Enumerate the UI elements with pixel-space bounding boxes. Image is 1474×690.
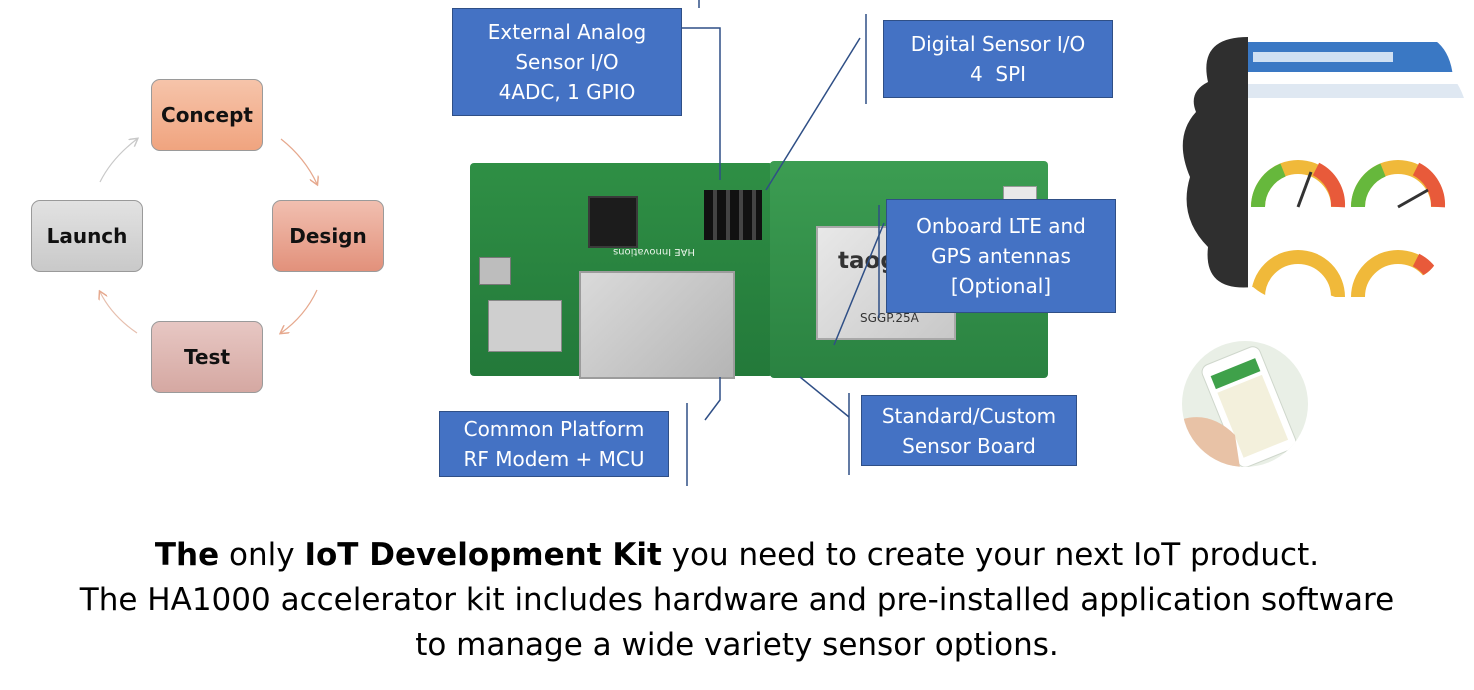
callout-digital-sensor: Digital Sensor I/O 4 SPI — [883, 20, 1113, 98]
arrow-design-test — [281, 289, 318, 333]
design-box: Design — [272, 200, 384, 272]
caption-text: The only IoT Development Kit you need to… — [0, 533, 1474, 668]
callout-external-analog: External Analog Sensor I/O 4ADC, 1 GPIO — [452, 8, 682, 116]
caption-line-2: The HA1000 accelerator kit includes hard… — [79, 582, 1395, 618]
callout-analog-line1: External Analog — [487, 20, 647, 44]
caption-line-1: The only IoT Development Kit you need to… — [0, 533, 1474, 578]
launch-box: Launch — [31, 200, 143, 272]
module-text: SGGP.25A — [860, 311, 919, 325]
test-box: Test — [151, 321, 263, 393]
sensor-header-pins — [704, 190, 762, 240]
cycle-arrows — [0, 0, 420, 420]
test-label: Test — [183, 345, 230, 369]
caption-text-only: only — [219, 537, 305, 573]
callout-common-platform: Common Platform RF Modem + MCU — [439, 411, 669, 477]
caption-line-3: to manage a wide variety sensor options. — [415, 627, 1059, 663]
caption-text-rest: you need to create your next IoT product… — [661, 537, 1320, 573]
callout-analog-line2: Sensor I/O — [515, 50, 619, 74]
callout-lte-line3: [Optional] — [950, 274, 1052, 298]
caption-bold-kit: IoT Development Kit — [304, 537, 662, 573]
arrow-concept-design — [280, 138, 317, 184]
callout-lte-line2: GPS antennas — [931, 244, 1071, 268]
arrow-launch-concept — [99, 139, 137, 183]
dashboard-cloud-image — [1182, 17, 1468, 301]
arrow-test-launch — [100, 292, 138, 334]
callout-sensor-line1: Standard/Custom — [881, 403, 1057, 428]
callout-digital-line2: 4 SPI — [969, 62, 1027, 86]
launch-label: Launch — [46, 224, 128, 248]
usb-port — [479, 257, 511, 285]
callout-lte-gps: Onboard LTE and GPS antennas [Optional] — [886, 199, 1116, 313]
callout-digital-line1: Digital Sensor I/O — [910, 32, 1086, 56]
callout-common-line1: Common Platform — [463, 417, 645, 441]
sim-slot — [488, 300, 562, 352]
callout-sensor-board: Standard/Custom Sensor Board — [861, 395, 1077, 466]
phone-app-image — [1182, 341, 1308, 467]
callout-lte-line1: Onboard LTE and — [916, 214, 1086, 238]
concept-label: Concept — [161, 103, 253, 127]
caption-bold-the: The — [154, 537, 220, 573]
callout-sensor-line2: Sensor Board — [902, 433, 1036, 458]
mcu-chip — [588, 196, 638, 248]
design-label: Design — [289, 224, 367, 248]
concept-box: Concept — [151, 79, 263, 151]
callout-common-line2: RF Modem + MCU — [463, 447, 645, 471]
rf-modem-shield — [579, 271, 735, 379]
callout-analog-line3: 4ADC, 1 GPIO — [498, 80, 636, 104]
